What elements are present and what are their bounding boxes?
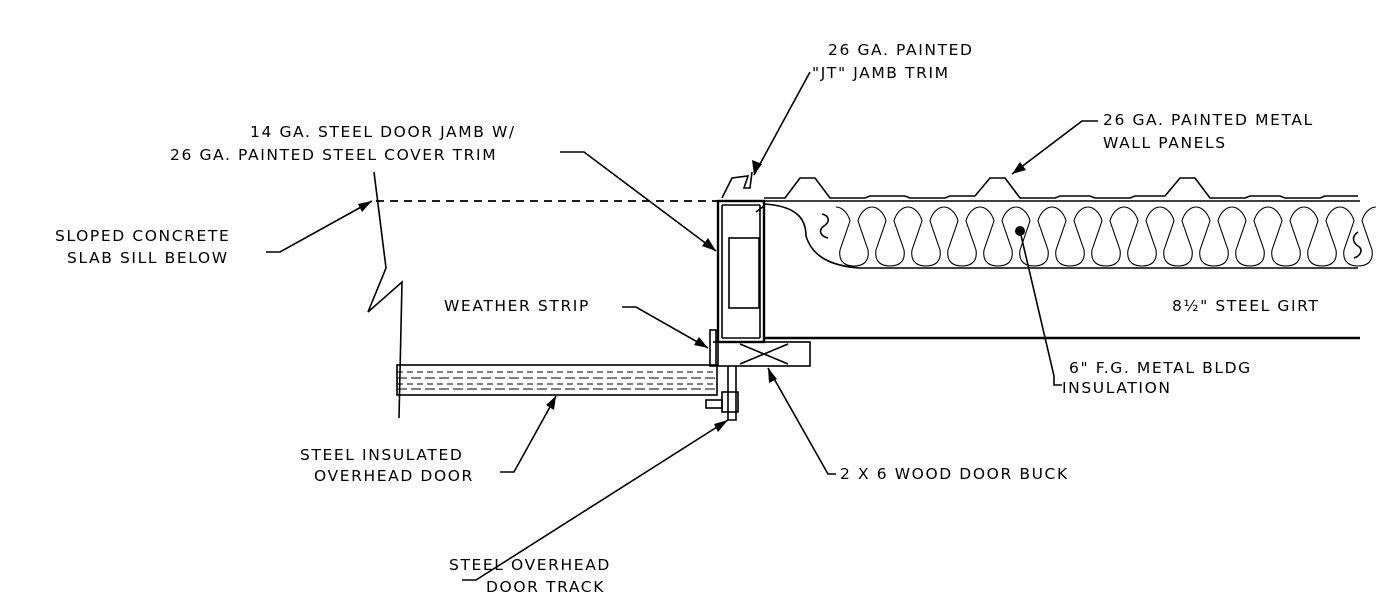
- leader-slab-sill-arrow: [358, 201, 372, 212]
- door-track: [705, 366, 739, 421]
- label-jamb-trim-2: "JT" JAMB TRIM: [812, 64, 950, 82]
- label-weather-strip: WEATHER STRIP: [444, 297, 590, 315]
- wood-door-buck: [717, 341, 811, 367]
- overhead-door-panel: [396, 364, 718, 396]
- leader-door-jamb-arrow: [702, 238, 716, 251]
- label-door-track-2: DOOR TRACK: [486, 578, 605, 596]
- leader-door-track-arrow: [714, 420, 728, 432]
- label-door-track-1: STEEL OVERHEAD: [449, 556, 611, 574]
- steel-door-jamb: [716, 199, 766, 344]
- insulation-pattern: [835, 206, 1377, 267]
- label-door-buck: 2 X 6 WOOD DOOR BUCK: [840, 465, 1069, 483]
- label-slab-sill-2: SLAB SILL BELOW: [67, 249, 229, 267]
- leader-door-buck-arrow: [768, 368, 777, 383]
- label-slab-sill-1: SLOPED CONCRETE: [55, 227, 230, 245]
- leader-jamb-trim-arrow: [752, 160, 762, 175]
- slab-break-line: [367, 171, 403, 419]
- metal-wall-panel: [764, 177, 1358, 199]
- leader-jamb-trim: [753, 71, 811, 176]
- label-wall-panels-2: WALL PANELS: [1103, 134, 1227, 152]
- label-wall-panels-1: 26 GA. PAINTED METAL: [1103, 111, 1314, 129]
- weather-strip: [709, 329, 722, 367]
- leader-wall-panels-arrow: [1012, 162, 1026, 174]
- fiberglass-insulation: [763, 203, 1362, 269]
- leader-slab-sill: [266, 200, 373, 253]
- leader-wall-panels: [1011, 120, 1098, 175]
- label-overhead-door-1: STEEL INSULATED: [300, 446, 463, 464]
- label-overhead-door-2: OVERHEAD DOOR: [314, 467, 474, 485]
- label-insulation-1: 6" F.G. METAL BLDG: [1069, 359, 1252, 377]
- label-insulation-2: INSULATION: [1062, 379, 1172, 397]
- label-steel-girt: 8½" STEEL GIRT: [1172, 297, 1320, 315]
- insulation-pattern-path: [835, 206, 1377, 267]
- leader-insulation: [1019, 230, 1062, 386]
- leader-lines: [266, 71, 1098, 581]
- leader-door-jamb: [560, 151, 717, 252]
- label-door-jamb-1: 14 GA. STEEL DOOR JAMB W/: [250, 123, 516, 141]
- leader-door-track: [462, 419, 729, 581]
- label-jamb-trim-1: 26 GA. PAINTED: [828, 41, 974, 59]
- leader-overhead-door-arrow: [546, 396, 556, 410]
- leader-weather-strip: [622, 306, 709, 349]
- leader-overhead-door: [500, 395, 557, 473]
- leader-door-buck: [767, 367, 836, 475]
- leader-weather-strip-arrow: [694, 337, 708, 348]
- label-door-jamb-2: 26 GA. PAINTED STEEL COVER TRIM: [170, 146, 497, 164]
- jamb-trim: [721, 171, 753, 199]
